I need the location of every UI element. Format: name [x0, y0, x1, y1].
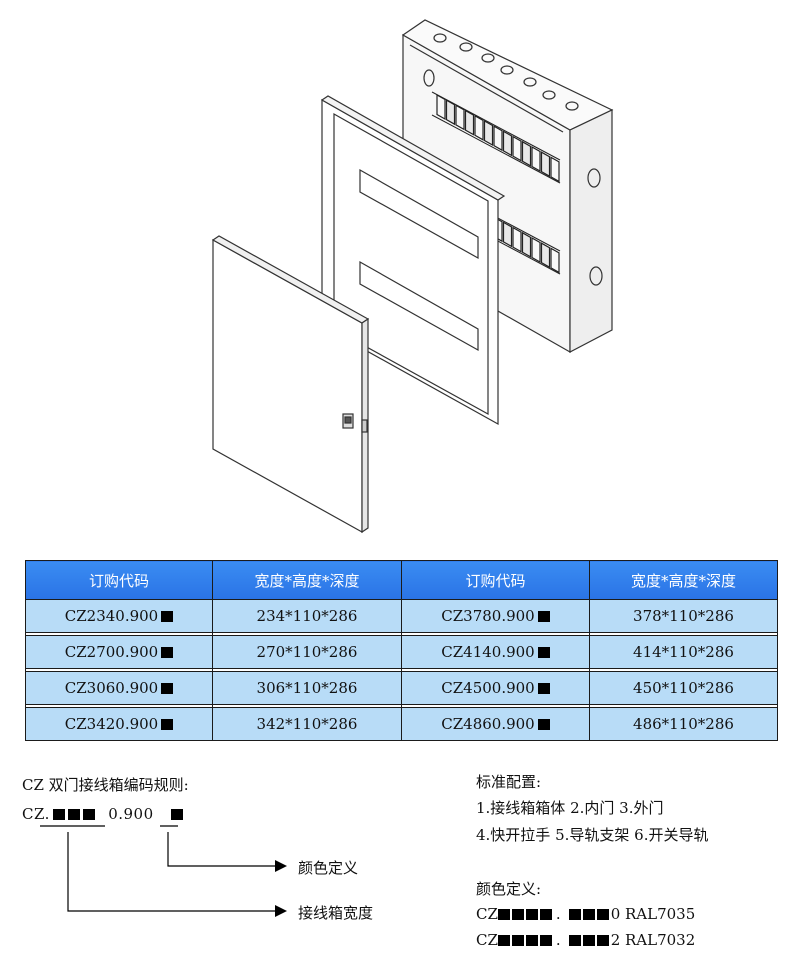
- spec-table: 订购代码 宽度*高度*深度 订购代码 宽度*高度*深度 CZ2340.900 2…: [25, 560, 778, 741]
- enclosure-exploded-illustration: [211, 19, 614, 534]
- width-block: [52, 809, 65, 820]
- box-width-label: 接线箱宽度: [298, 904, 374, 922]
- coding-mid: 0.900: [108, 805, 154, 823]
- order-code-cell: CZ3060.900: [25, 671, 213, 705]
- header-order-code: 订购代码: [25, 560, 213, 600]
- dimension-cell: 342*110*286: [212, 707, 402, 741]
- dimension-cell: 486*110*286: [589, 707, 778, 741]
- breaker-module: [540, 151, 551, 178]
- breaker-module: [550, 156, 560, 183]
- breaker-module: [512, 226, 522, 253]
- placeholder-block: [161, 647, 174, 658]
- coding-prefix: CZ.: [22, 805, 50, 823]
- table-row: CZ3060.900 306*110*286 CZ4500.900 450*11…: [25, 671, 778, 705]
- standard-config-line-2: 4.快开拉手 5.导轨支架 6.开关导轨: [476, 826, 709, 844]
- header-dimensions: 宽度*高度*深度: [212, 560, 402, 600]
- table-row: CZ3420.900 342*110*286 CZ4860.900 486*11…: [25, 707, 778, 741]
- dimension-cell: 306*110*286: [212, 671, 402, 705]
- header-dimensions: 宽度*高度*深度: [589, 560, 778, 600]
- breaker-module: [493, 125, 503, 152]
- table-header-row: 订购代码 宽度*高度*深度 订购代码 宽度*高度*深度: [25, 560, 778, 600]
- placeholder-block: [161, 719, 174, 730]
- order-code-cell: CZ3420.900: [25, 707, 213, 741]
- breaker-module: [512, 135, 522, 162]
- color-code-2: CZ.2 RAL7032: [476, 931, 696, 949]
- width-block: [82, 809, 95, 820]
- breaker-module: [464, 109, 475, 136]
- dimension-cell: 414*110*286: [589, 635, 778, 669]
- placeholder-block: [161, 611, 174, 622]
- coding-rule-title: CZ 双门接线箱编码规则:: [22, 776, 189, 794]
- breaker-module: [540, 242, 551, 269]
- placeholder-block: [537, 611, 550, 622]
- coding-pattern: CZ. 0.900: [22, 805, 183, 823]
- placeholder-block: [537, 719, 550, 730]
- breaker-module: [521, 140, 532, 167]
- breaker-module: [483, 119, 494, 147]
- breaker-module: [550, 247, 560, 274]
- order-code-cell: CZ2340.900: [25, 599, 213, 633]
- breaker-module: [436, 93, 446, 121]
- color-code-1: CZ.0 RAL7035: [476, 905, 696, 923]
- breaker-module: [531, 145, 541, 173]
- breaker-module: [502, 221, 513, 248]
- dimension-cell: 270*110*286: [212, 635, 402, 669]
- dimension-cell: 378*110*286: [589, 599, 778, 633]
- breaker-module: [455, 104, 465, 131]
- table-row: CZ2700.900 270*110*286 CZ4140.900 414*11…: [25, 635, 778, 669]
- placeholder-block: [161, 683, 174, 694]
- dimension-cell: 234*110*286: [212, 599, 402, 633]
- order-code-cell: CZ3780.900: [401, 599, 590, 633]
- dimension-cell: 450*110*286: [589, 671, 778, 705]
- order-code-cell: CZ4500.900: [401, 671, 590, 705]
- width-block: [67, 809, 80, 820]
- header-order-code: 订购代码: [401, 560, 590, 600]
- color-definition-title: 颜色定义:: [476, 880, 542, 898]
- breaker-module: [502, 130, 513, 157]
- breaker-module: [521, 231, 532, 258]
- color-block: [170, 809, 183, 820]
- breaker-module: [474, 114, 484, 141]
- order-code-cell: CZ4140.900: [401, 635, 590, 669]
- color-definition-label: 颜色定义: [298, 859, 359, 877]
- breaker-module: [531, 236, 541, 264]
- order-code-cell: CZ4860.900: [401, 707, 590, 741]
- table-row: CZ2340.900 234*110*286 CZ3780.900 378*11…: [25, 599, 778, 633]
- standard-config-title: 标准配置:: [476, 773, 542, 791]
- standard-config-line-1: 1.接线箱箱体 2.内门 3.外门: [476, 799, 664, 817]
- order-code-cell: CZ2700.900: [25, 635, 213, 669]
- placeholder-block: [537, 683, 550, 694]
- placeholder-block: [537, 647, 550, 658]
- breaker-module: [445, 99, 456, 126]
